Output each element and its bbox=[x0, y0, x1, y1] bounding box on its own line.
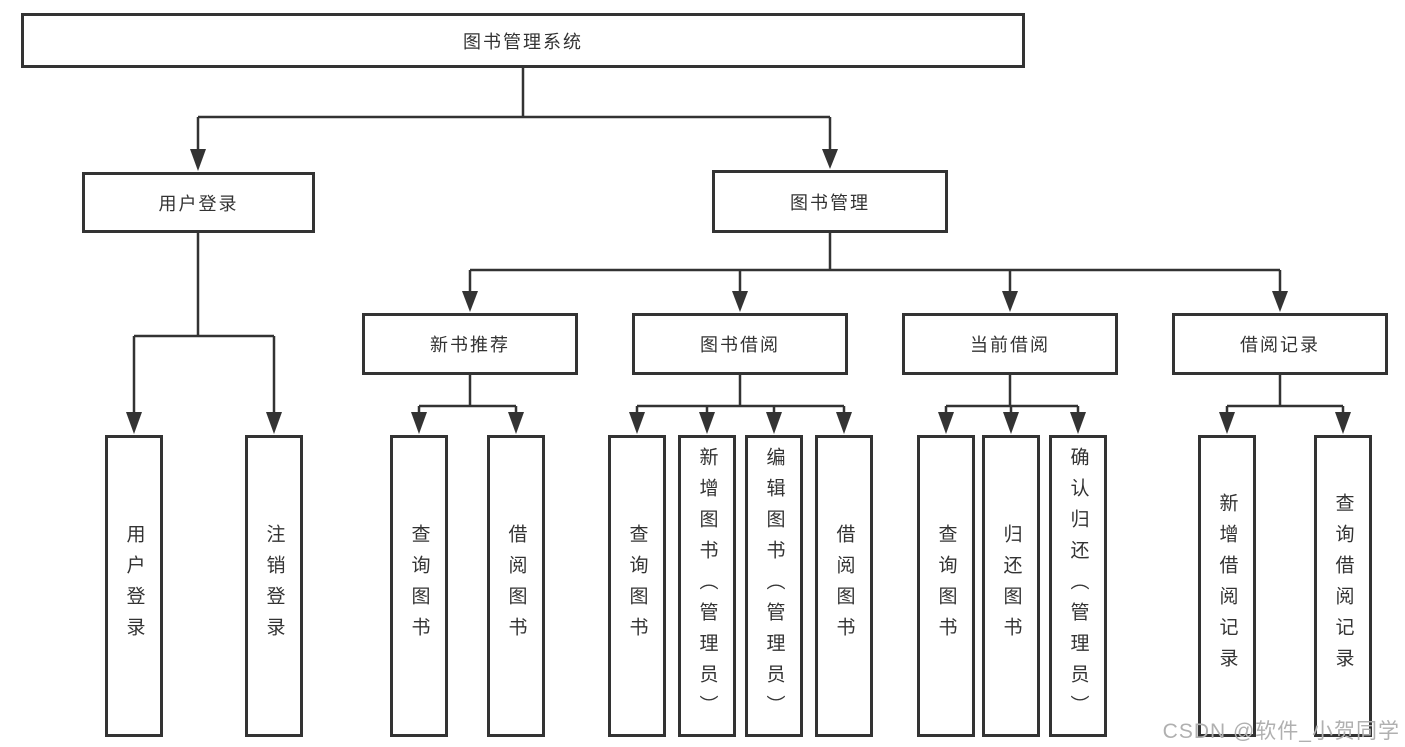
node-new-book-recommend-label: 新书推荐 bbox=[430, 335, 510, 355]
connector-current-to-leaves bbox=[944, 375, 1080, 414]
leaf-query-books-1-label: 查询图书 bbox=[408, 524, 430, 648]
leaf-add-borrow-record-label: 新增借阅记录 bbox=[1216, 493, 1238, 679]
leaf-query-books-3: 查询图书 bbox=[917, 435, 975, 737]
arrowhead bbox=[836, 412, 852, 434]
node-borrow-record-label: 借阅记录 bbox=[1240, 335, 1320, 355]
node-new-book-recommend: 新书推荐 bbox=[362, 313, 578, 375]
arrowhead bbox=[1003, 412, 1019, 434]
connector-newbook-to-leaves bbox=[417, 375, 518, 414]
leaf-user-login-label: 用户登录 bbox=[123, 524, 145, 648]
leaf-query-books-3-label: 查询图书 bbox=[935, 524, 957, 648]
leaf-logout: 注销登录 bbox=[245, 435, 303, 737]
arrowhead bbox=[1070, 412, 1086, 434]
node-book-borrow-label: 图书借阅 bbox=[700, 335, 780, 355]
leaf-borrow-books-2: 借阅图书 bbox=[815, 435, 873, 737]
leaf-user-login: 用户登录 bbox=[105, 435, 163, 737]
arrowhead bbox=[1272, 291, 1288, 312]
leaf-query-books-2-label: 查询图书 bbox=[626, 524, 648, 648]
leaf-edit-books-admin: 编辑图书（管理员） bbox=[745, 435, 803, 737]
node-root: 图书管理系统 bbox=[21, 13, 1025, 68]
leaf-return-books: 归还图书 bbox=[982, 435, 1040, 737]
connector-root-to-level2 bbox=[196, 68, 832, 152]
leaf-query-borrow-record: 查询借阅记录 bbox=[1314, 435, 1372, 737]
arrowhead bbox=[462, 291, 478, 312]
leaf-return-books-label: 归还图书 bbox=[1000, 524, 1022, 648]
leaf-confirm-return-admin-label: 确认归还（管理员） bbox=[1067, 446, 1089, 726]
arrowhead bbox=[508, 412, 524, 434]
leaf-add-borrow-record: 新增借阅记录 bbox=[1198, 435, 1256, 737]
node-book-borrow: 图书借阅 bbox=[632, 313, 848, 375]
leaf-query-borrow-record-label: 查询借阅记录 bbox=[1332, 493, 1354, 679]
connector-userlogin-to-leaves bbox=[132, 233, 276, 414]
arrowhead bbox=[266, 412, 282, 434]
leaf-add-books-admin: 新增图书（管理员） bbox=[678, 435, 736, 737]
arrowhead bbox=[766, 412, 782, 434]
node-root-label: 图书管理系统 bbox=[463, 31, 583, 52]
arrowhead bbox=[190, 149, 206, 171]
leaf-borrow-books-1: 借阅图书 bbox=[487, 435, 545, 737]
node-book-management: 图书管理 bbox=[712, 170, 948, 233]
arrowhead bbox=[1335, 412, 1351, 434]
arrowhead bbox=[938, 412, 954, 434]
connector-record-to-leaves bbox=[1225, 375, 1345, 414]
leaf-query-books-1: 查询图书 bbox=[390, 435, 448, 737]
node-user-login-label: 用户登录 bbox=[158, 193, 239, 214]
arrowhead bbox=[1219, 412, 1235, 434]
leaf-query-books-2: 查询图书 bbox=[608, 435, 666, 737]
arrowhead bbox=[822, 149, 838, 169]
leaf-add-books-admin-label: 新增图书（管理员） bbox=[696, 446, 718, 726]
node-borrow-record: 借阅记录 bbox=[1172, 313, 1388, 375]
arrowhead bbox=[411, 412, 427, 434]
node-current-borrow: 当前借阅 bbox=[902, 313, 1118, 375]
node-current-borrow-label: 当前借阅 bbox=[970, 335, 1050, 355]
arrowhead bbox=[699, 412, 715, 434]
connector-bookmgmt-to-level3 bbox=[468, 233, 1282, 293]
node-user-login: 用户登录 bbox=[82, 172, 315, 233]
leaf-logout-label: 注销登录 bbox=[263, 524, 285, 648]
leaf-borrow-books-2-label: 借阅图书 bbox=[833, 524, 855, 648]
csdn-watermark: CSDN @软件_小贺同学 bbox=[1162, 720, 1400, 743]
arrowhead bbox=[629, 412, 645, 434]
arrowhead bbox=[732, 291, 748, 312]
leaf-edit-books-admin-label: 编辑图书（管理员） bbox=[763, 446, 785, 726]
leaf-confirm-return-admin: 确认归还（管理员） bbox=[1049, 435, 1107, 737]
arrowhead bbox=[126, 412, 142, 434]
node-book-management-label: 图书管理 bbox=[790, 192, 870, 213]
arrowhead bbox=[1002, 291, 1018, 312]
connector-borrow-to-leaves bbox=[635, 375, 846, 414]
leaf-borrow-books-1-label: 借阅图书 bbox=[505, 524, 527, 648]
